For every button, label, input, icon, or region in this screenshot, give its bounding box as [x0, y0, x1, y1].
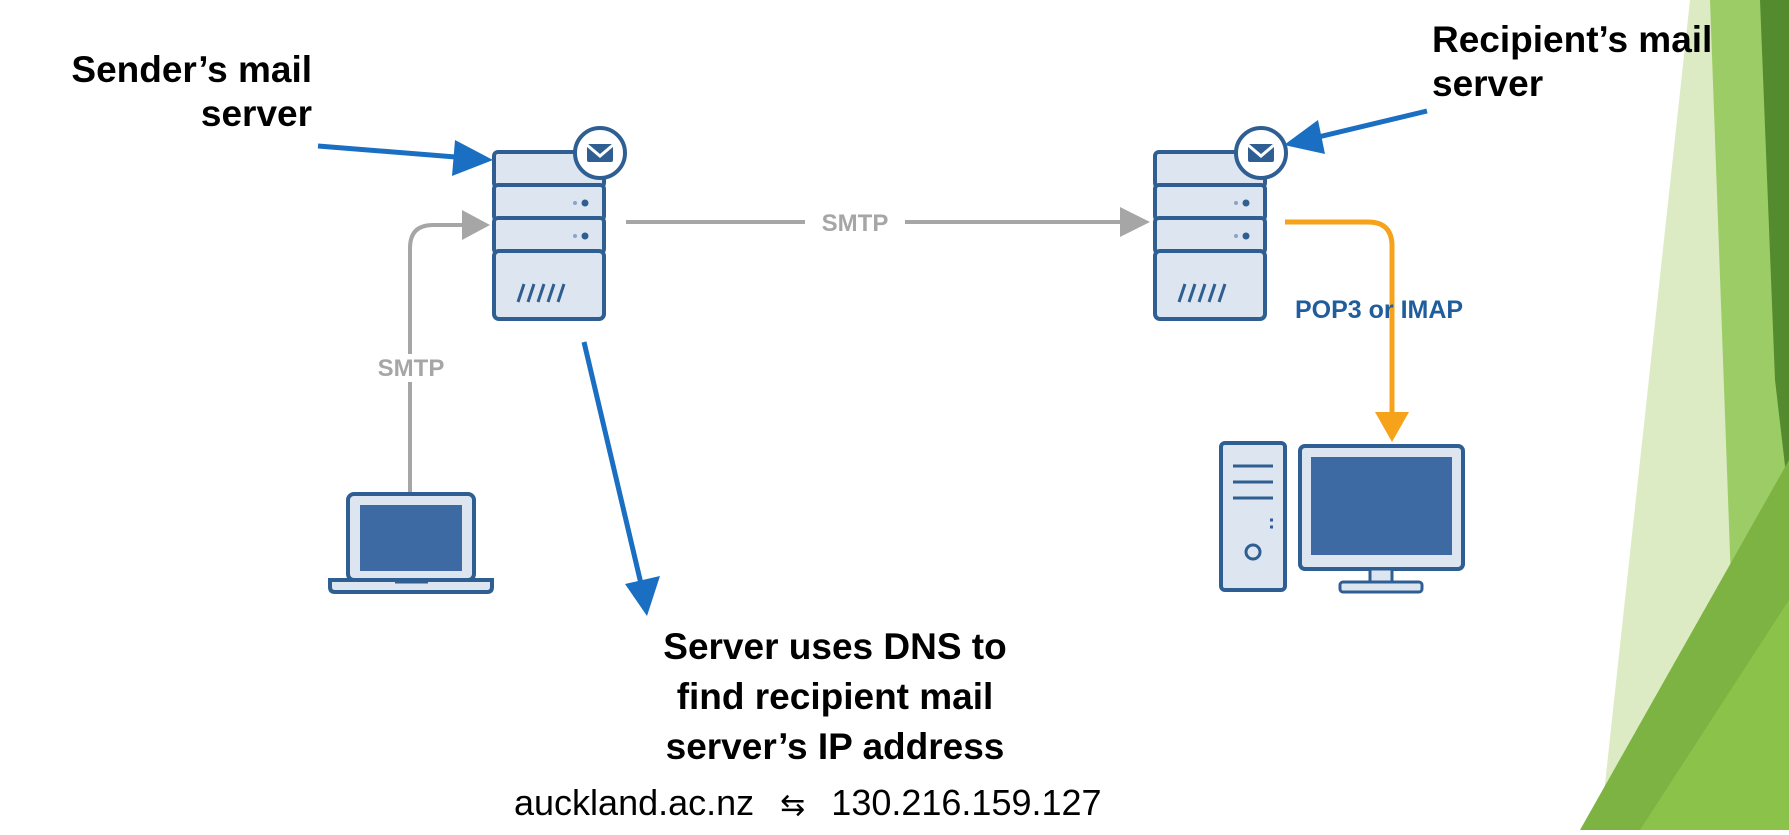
dns-lookup-example: auckland.ac.nz ⇆ 130.216.159.127: [514, 782, 1102, 824]
recipient-callout-arrow: [1284, 108, 1428, 154]
dns-label-line1: Server uses DNS to: [663, 626, 1007, 667]
dns-label-line3: server’s IP address: [665, 726, 1005, 767]
decorative-green-shapes: [1580, 0, 1789, 830]
recipient-mail-badge-icon: [1234, 126, 1288, 180]
laptop-icon: [328, 492, 494, 594]
dns-ip-address: 130.216.159.127: [831, 782, 1102, 823]
dns-domain: auckland.ac.nz: [514, 782, 755, 823]
sender-mail-server-label: Sender’s mail server: [14, 48, 312, 136]
recipient-server-icon: [1153, 150, 1267, 321]
dns-callout-arrow: [581, 341, 660, 616]
sender-server-icon: [492, 150, 606, 321]
sender-mail-badge-icon: [573, 126, 627, 180]
recipient-mail-server-label: Recipient’s mail server: [1432, 18, 1712, 106]
sender-callout-arrow: [317, 140, 493, 176]
pop-imap-connection: POP3 or IMAP: [1285, 219, 1463, 442]
swap-arrows-icon: ⇆: [780, 789, 806, 822]
smtp-left-connection: SMTP: [364, 210, 490, 492]
smtp-left-label: SMTP: [378, 355, 445, 382]
sender-label-line1: Sender’s mail: [71, 49, 312, 90]
desktop-computer-icon: [1219, 441, 1465, 594]
dns-explanation-label: Server uses DNS to find recipient mail s…: [565, 622, 1105, 772]
sender-label-line2: server: [200, 93, 312, 134]
recipient-label-line2: server: [1432, 63, 1544, 104]
smtp-top-connection: SMTP: [626, 206, 1150, 238]
smtp-top-label: SMTP: [822, 210, 889, 237]
recipient-label-line1: Recipient’s mail: [1432, 19, 1713, 60]
dns-label-line2: find recipient mail: [676, 676, 994, 717]
pop-imap-label: POP3 or IMAP: [1295, 296, 1463, 324]
